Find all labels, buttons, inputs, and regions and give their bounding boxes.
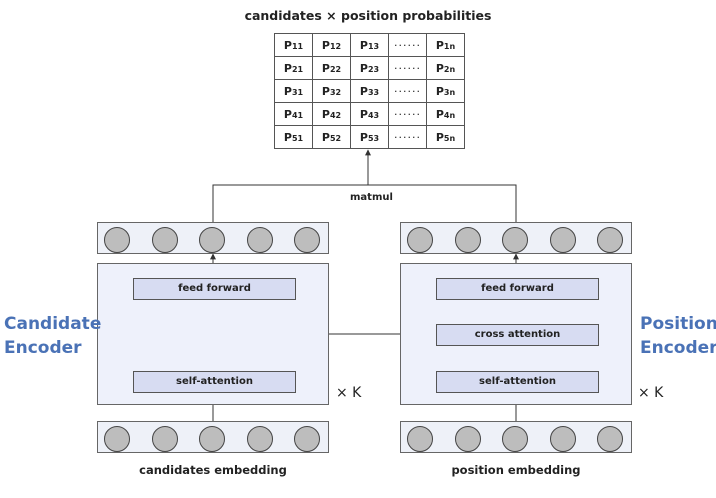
position-feed-forward-layer: feed forward — [436, 278, 599, 300]
token-circle — [407, 426, 433, 452]
matmul-left-line — [212, 184, 517, 222]
token-circle — [502, 227, 528, 253]
token-circle — [104, 426, 130, 452]
position-output-tokens — [400, 222, 632, 254]
probability-cell: P32 — [312, 79, 351, 103]
token-circle — [549, 227, 576, 253]
token-circle — [454, 426, 481, 452]
probability-cell: P11 — [274, 33, 313, 57]
probability-cell: ······ — [388, 125, 427, 149]
candidate-encoder-label-line2: Encoder — [4, 338, 82, 358]
probability-cell: ······ — [388, 102, 427, 126]
token-circle — [294, 227, 320, 253]
token-circle — [199, 227, 225, 253]
candidate-output-tokens — [97, 222, 329, 254]
probability-cell: P41 — [274, 102, 313, 126]
candidate-encoder-box: feed forward self-attention — [97, 263, 329, 405]
candidate-encoder-label-line1: Candidate — [4, 314, 102, 334]
probability-cell: P4n — [426, 102, 465, 126]
token-circle — [246, 227, 273, 253]
token-circle — [407, 227, 433, 253]
token-circle — [246, 426, 273, 452]
probability-cell: P1n — [426, 33, 465, 57]
candidates-embedding-caption: candidates embedding — [139, 463, 287, 477]
probability-cell: P2n — [426, 56, 465, 80]
token-circle — [104, 227, 130, 253]
token-circle — [454, 227, 481, 253]
position-input-tokens — [400, 421, 632, 453]
token-circle — [199, 426, 225, 452]
candidate-self-attention-layer: self-attention — [133, 371, 296, 393]
probability-cell: ······ — [388, 56, 427, 80]
token-circle — [151, 426, 178, 452]
token-circle — [549, 426, 576, 452]
position-embedding-caption: position embedding — [451, 463, 581, 477]
candidate-input-tokens — [97, 421, 329, 453]
probability-cell: P33 — [350, 79, 389, 103]
probability-cell: ······ — [388, 33, 427, 57]
token-circle — [502, 426, 528, 452]
probability-cell: P43 — [350, 102, 389, 126]
token-circle — [294, 426, 320, 452]
probability-cell: P42 — [312, 102, 351, 126]
position-encoder-box: feed forward cross attention self-attent… — [400, 263, 632, 405]
token-circle — [597, 426, 623, 452]
token-circle — [597, 227, 623, 253]
diagram-title: candidates × position probabilities — [244, 8, 492, 23]
position-self-attention-layer: self-attention — [436, 371, 599, 393]
token-circle — [151, 227, 178, 253]
candidate-repeat-label: × K — [336, 385, 362, 401]
probability-cell: P5n — [426, 125, 465, 149]
position-repeat-label: × K — [638, 385, 664, 401]
position-encoder-label: Position Encoder — [640, 312, 716, 360]
probability-cell: P51 — [274, 125, 313, 149]
position-cross-attention-layer: cross attention — [436, 324, 599, 346]
candidate-encoder-label: Candidate Encoder — [4, 312, 101, 360]
position-encoder-label-line1: Position — [640, 314, 716, 334]
probability-cell: P53 — [350, 125, 389, 149]
probability-cell: ······ — [388, 79, 427, 103]
probability-cell: P21 — [274, 56, 313, 80]
position-encoder-label-line2: Encoder — [640, 338, 716, 358]
probability-cell: P23 — [350, 56, 389, 80]
probability-cell: P12 — [312, 33, 351, 57]
matmul-label: matmul — [350, 192, 393, 203]
candidate-feed-forward-layer: feed forward — [133, 278, 296, 300]
